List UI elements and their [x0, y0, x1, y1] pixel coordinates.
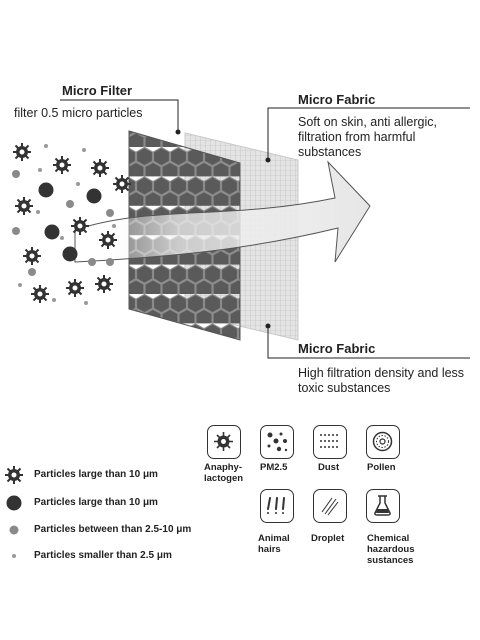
chemical-icon [366, 489, 400, 523]
droplet-icon [313, 489, 347, 523]
micro-fabric-bottom-line-2: toxic substances [298, 381, 391, 395]
animal-hairs-icon [260, 489, 294, 523]
legend-small-gray-text: Particles smaller than 2.5 μm [34, 550, 172, 561]
anaphylactogen-icon [207, 425, 241, 459]
legend-medium-gray-icon [9, 525, 19, 535]
micro-fabric-top-title: Micro Fabric [298, 92, 376, 107]
airflow-arrow [74, 160, 371, 263]
dust-label: Dust [318, 462, 340, 473]
legend-spiky-text: Particles large than 10 μm [34, 469, 158, 480]
micro-fabric-top-line-2: filtration from harmful [298, 130, 416, 144]
pm25-label: PM2.5 [260, 462, 288, 473]
dust-icon [313, 425, 347, 459]
legend-large-dark-text: Particles large than 10 μm [34, 497, 158, 508]
micro-fabric-top-callout [267, 107, 470, 160]
droplet-label: Droplet [311, 533, 345, 544]
micro-filter-desc: filter 0.5 micro particles [14, 106, 143, 120]
micro-fabric-top-line-3: substances [298, 145, 362, 159]
medium-gray-particles [12, 170, 114, 276]
micro-fabric-bottom-callout [267, 326, 470, 359]
spiky-particles [13, 143, 131, 303]
legend-small-gray-icon [12, 554, 16, 558]
pollen-icon [366, 425, 400, 459]
micro-filter-callout [60, 99, 179, 132]
small-gray-particles [18, 144, 116, 305]
large-dark-particles [38, 182, 102, 262]
micro-fabric-bottom-title: Micro Fabric [298, 341, 376, 356]
pm25-icon [260, 425, 294, 459]
legend-medium-gray-text: Particles between than 2.5-10 μm [34, 524, 192, 535]
micro-fabric-bottom-line-1: High filtration density and less [298, 366, 465, 380]
micro-fabric-top-line-1: Soft on skin, anti allergic, [298, 115, 437, 129]
pollen-label: Pollen [367, 462, 396, 473]
anaphylactogen-label: Anaphy-lactogen [204, 462, 244, 484]
legend-spiky-icon [5, 466, 23, 484]
legend-large-dark-icon [6, 495, 22, 511]
micro-filter-title: Micro Filter [62, 83, 133, 98]
